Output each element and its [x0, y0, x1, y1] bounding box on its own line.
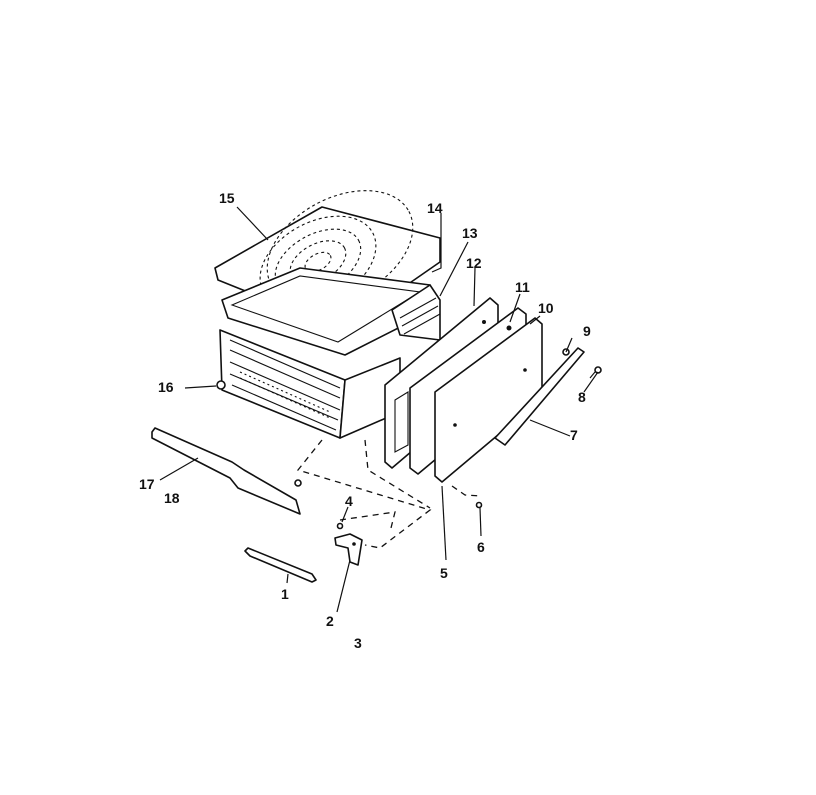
label-part-3: 3: [354, 635, 362, 651]
label-part-16: 16: [158, 379, 174, 395]
screw-4: [336, 522, 344, 530]
label-part-9: 9: [583, 323, 591, 339]
label-part-13: 13: [462, 225, 478, 241]
label-part-10: 10: [538, 300, 554, 316]
assembly-lines: [296, 439, 483, 549]
small-bracket: [244, 547, 317, 583]
part-labels: 15 14 13 12 11 10 9 8 7 16 17 18 4 6 5 1…: [139, 190, 591, 651]
label-part-17: 17: [139, 476, 155, 492]
hinge-bracket: [334, 533, 363, 566]
label-part-14: 14: [427, 200, 443, 216]
label-part-2: 2: [326, 613, 334, 629]
screw-6: [475, 501, 483, 509]
label-part-18: 18: [164, 490, 180, 506]
label-part-7: 7: [570, 427, 578, 443]
label-part-12: 12: [466, 255, 482, 271]
label-part-8: 8: [578, 389, 586, 405]
label-part-1: 1: [281, 586, 289, 602]
label-part-6: 6: [477, 539, 485, 555]
drawer-body: [216, 329, 401, 439]
label-part-11: 11: [515, 279, 530, 295]
inner-liner-tray: [221, 267, 441, 356]
label-part-4: 4: [345, 493, 353, 509]
label-part-5: 5: [440, 565, 448, 581]
leader-lines: [159, 206, 599, 613]
slide-rail: [151, 427, 302, 515]
label-part-15: 15: [219, 190, 235, 206]
